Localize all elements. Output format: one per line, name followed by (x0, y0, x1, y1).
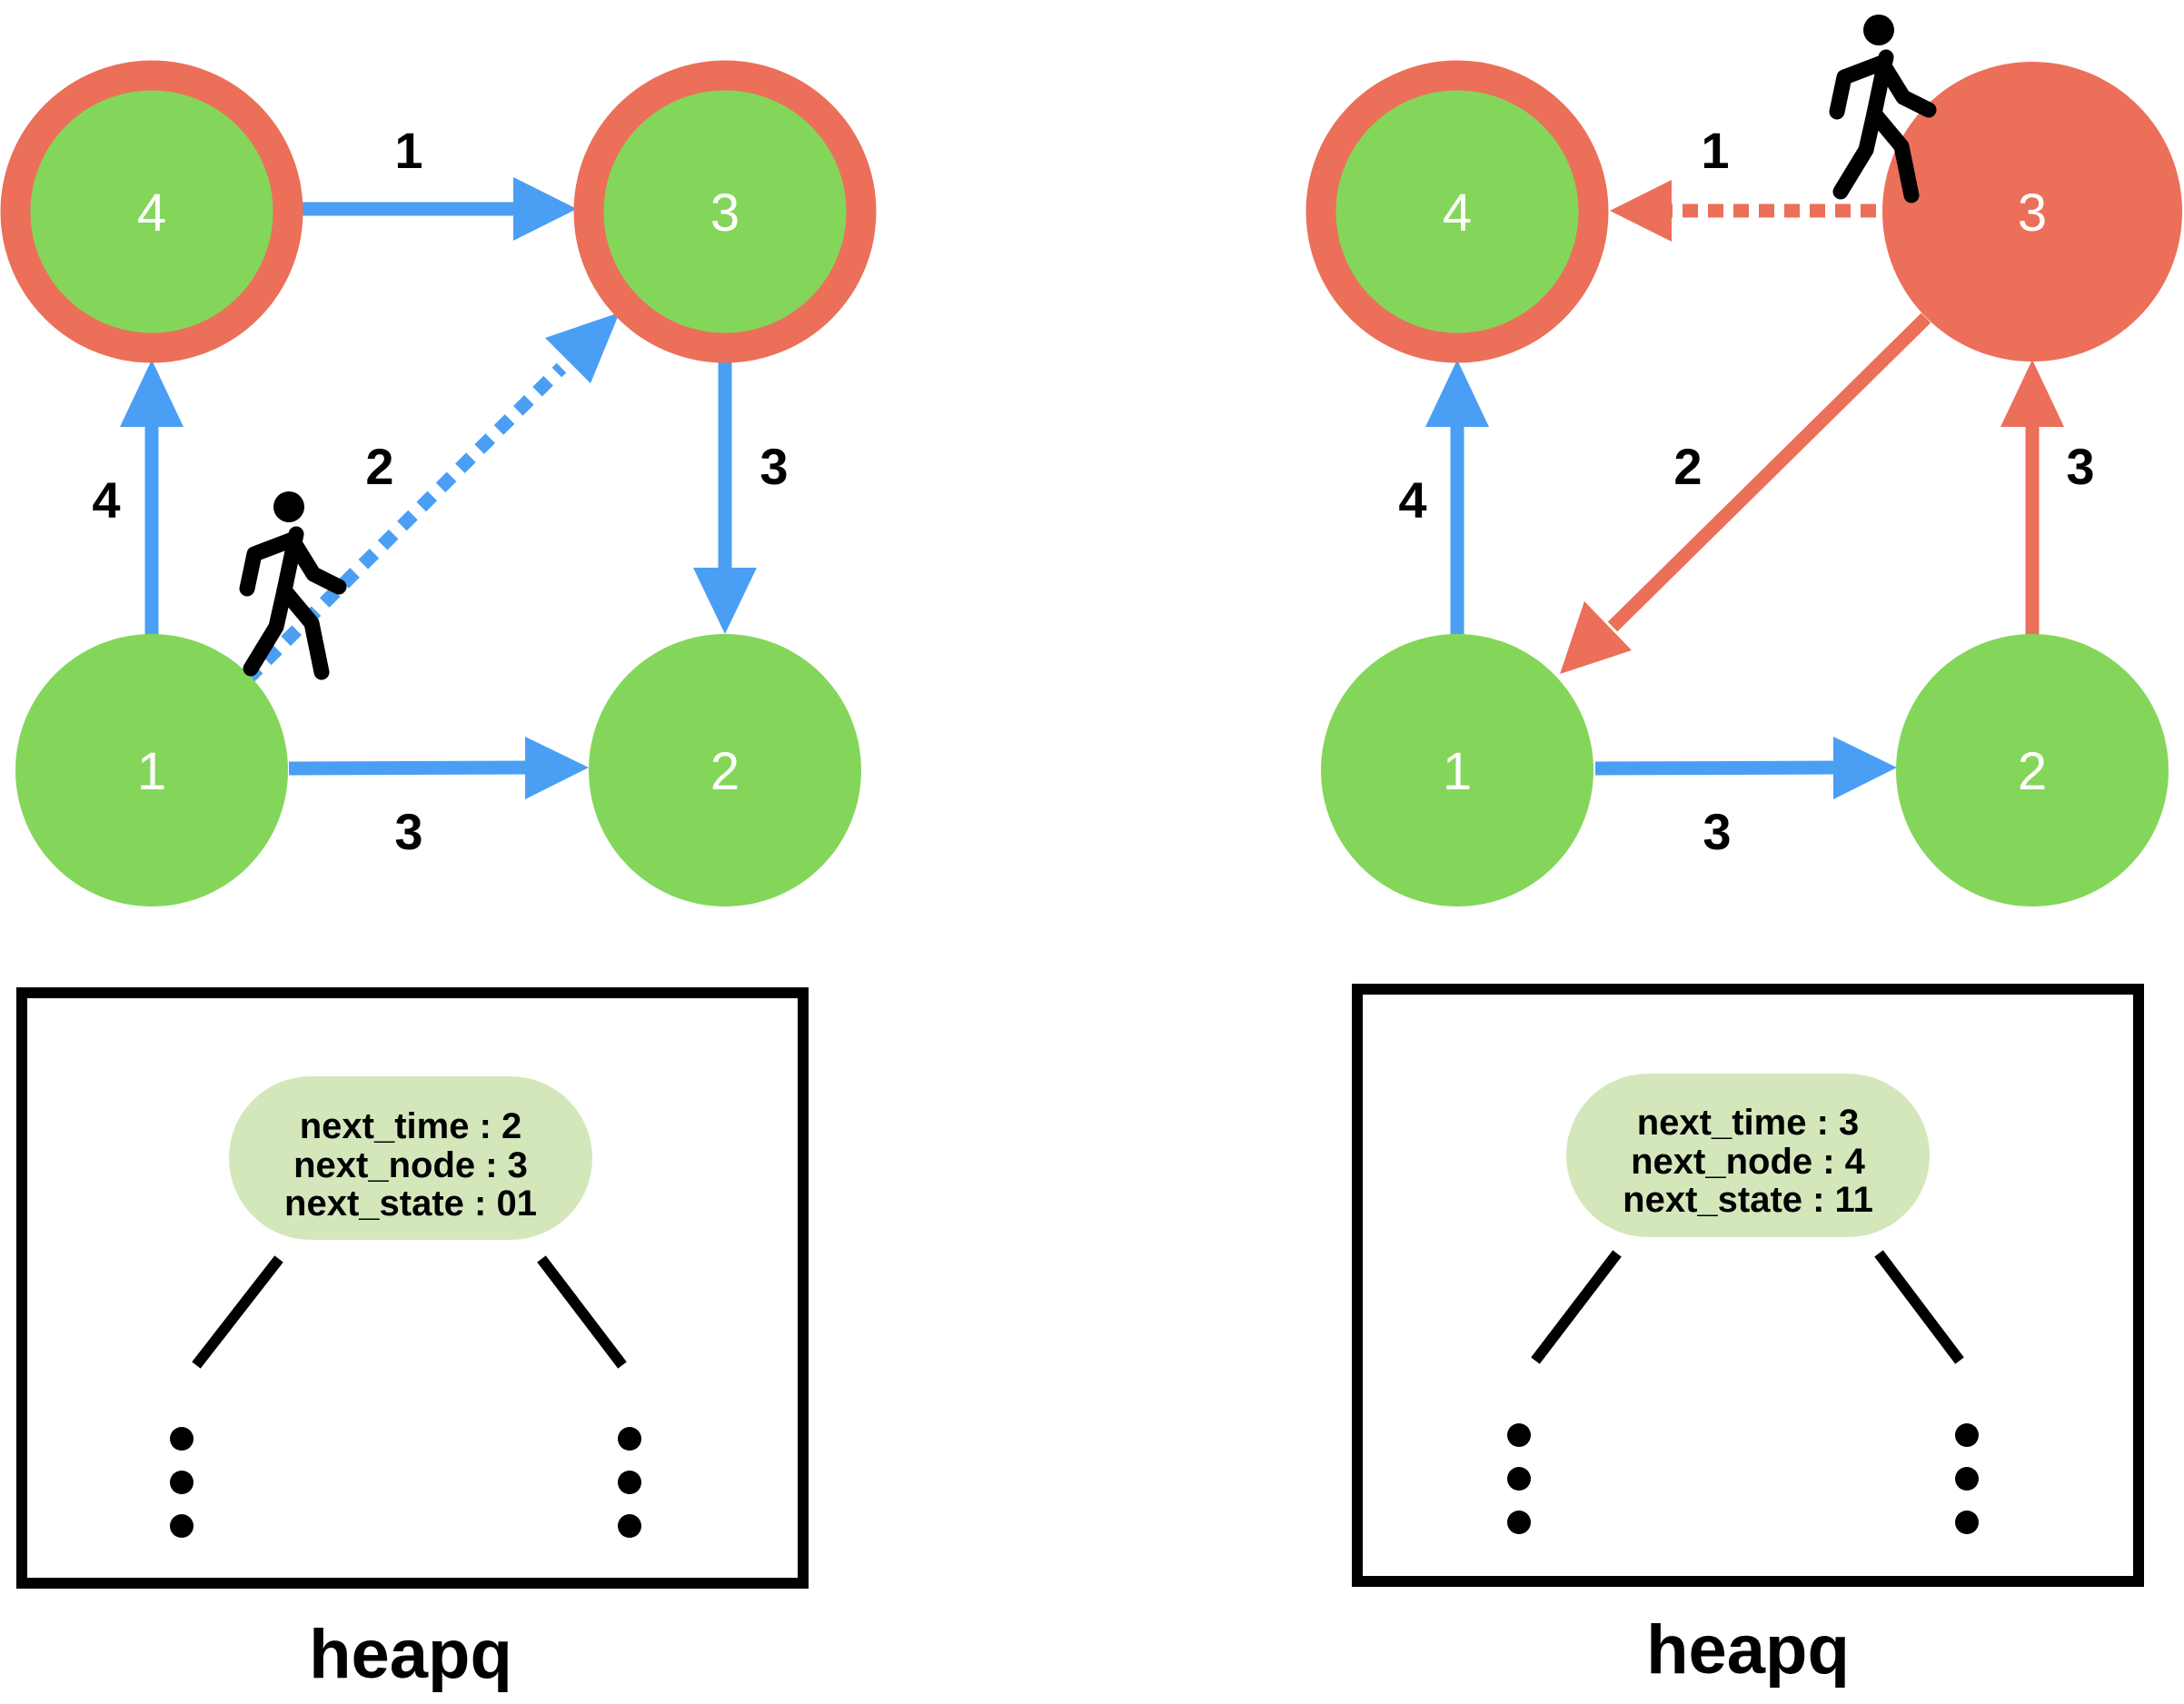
edge-3-to-2 (693, 356, 757, 634)
edge-1-to-2 (1594, 737, 1897, 799)
edge-weight-1-4: 4 (1398, 471, 1426, 529)
node-label-2: 2 (2018, 742, 2047, 801)
node-3[interactable]: 3 (1882, 62, 2182, 362)
heap-ellipsis-right (618, 1427, 641, 1538)
heap-box-right: next_time : 3 next_node : 4 next_state :… (1352, 984, 2144, 1587)
edge-weight-4-3: 1 (394, 122, 422, 179)
heap-branch-right (1874, 1250, 1964, 1364)
heap-ellipsis-left (170, 1427, 194, 1538)
node-label-3: 3 (2018, 183, 2047, 243)
node-label-3: 3 (710, 183, 740, 243)
node-3[interactable]: 3 (573, 60, 877, 363)
node-label-1: 1 (1443, 742, 1472, 801)
heap-next-state: next_state : 01 (284, 1184, 537, 1224)
heap-top-node[interactable] (1566, 1074, 1930, 1237)
heap-next-node: next_node : 3 (293, 1145, 528, 1185)
node-label-1: 1 (137, 742, 166, 801)
node-label-2: 2 (710, 742, 740, 801)
heap-box-left: next_time : 2 next_node : 3 next_state :… (16, 987, 809, 1589)
node-4[interactable]: 4 (1305, 60, 1609, 363)
heap-next-state: next_state : 11 (1623, 1180, 1873, 1220)
node-1[interactable]: 1 (15, 634, 288, 906)
edge-1-to-2 (288, 737, 589, 799)
panel-right: 1 4 2 3 3 4 3 (1305, 15, 2182, 1689)
heap-next-time: next_time : 3 (1637, 1103, 1860, 1143)
edge-weight-1-4: 4 (92, 471, 120, 529)
heap-next-time: next_time : 2 (300, 1106, 522, 1146)
heap-title-right: heapq (1646, 1611, 1850, 1689)
heap-branch-left (1531, 1250, 1622, 1364)
heap-branch-left (192, 1255, 283, 1369)
edge-4-to-3 (303, 177, 577, 241)
heap-title-left: heapq (309, 1616, 512, 1693)
node-label-4: 4 (1443, 183, 1472, 243)
edge-weight-1-3: 2 (365, 438, 393, 495)
edge-1-to-4 (120, 360, 184, 636)
walking-person-icon (247, 491, 339, 672)
edge-weight-1-2: 3 (1703, 803, 1731, 860)
edge-weight-2-3: 3 (2066, 438, 2094, 495)
edge-3-to-4-dotted (1610, 180, 1876, 242)
edge-weight-3-1: 2 (1673, 438, 1702, 495)
heap-ellipsis-left (1507, 1423, 1531, 1534)
edge-weight-1-2: 3 (394, 803, 422, 860)
edge-1-to-3-dotted (242, 312, 620, 685)
heap-ellipsis-right (1955, 1423, 1979, 1534)
edge-weight-3-4: 1 (1701, 122, 1729, 179)
edge-1-to-4 (1425, 360, 1489, 636)
edge-3-to-1 (1560, 312, 1931, 674)
node-4[interactable]: 4 (0, 60, 303, 363)
heap-next-node: next_node : 4 (1631, 1142, 1866, 1182)
panel-left: 1 4 2 3 3 4 3 (0, 60, 877, 1693)
node-label-4: 4 (137, 183, 166, 243)
node-2[interactable]: 2 (589, 634, 861, 906)
edge-2-to-3 (2000, 360, 2064, 636)
node-2[interactable]: 2 (1896, 634, 2169, 906)
edge-weight-3-2: 3 (759, 438, 788, 495)
node-1[interactable]: 1 (1321, 634, 1593, 906)
heap-branch-right (537, 1255, 627, 1369)
heap-top-node[interactable] (229, 1076, 592, 1240)
